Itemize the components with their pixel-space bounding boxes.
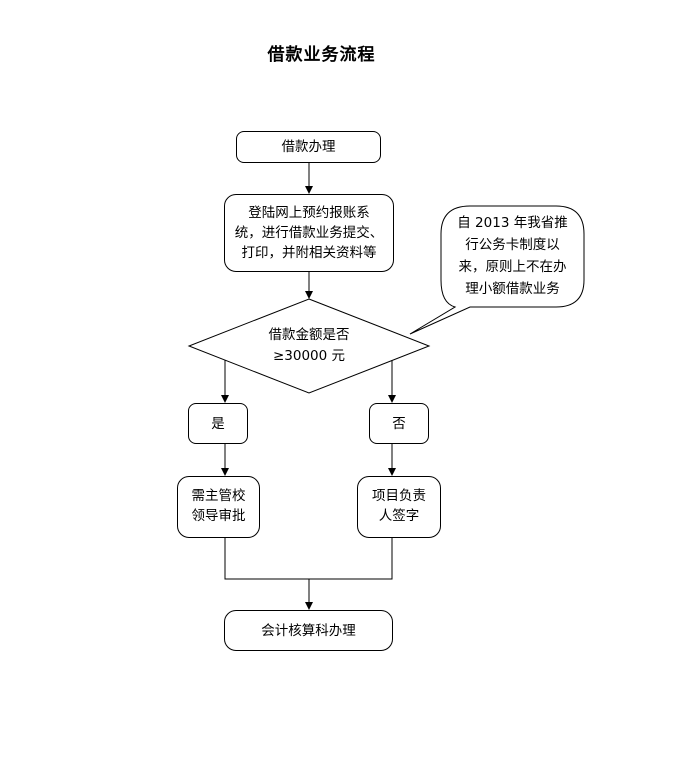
approve-line-2: 领导审批 xyxy=(191,508,246,524)
decision-diamond xyxy=(187,298,431,394)
sign-line-1: 项目负责 xyxy=(372,488,426,504)
sign-line-2: 人签字 xyxy=(378,508,420,524)
sign-node: 项目负责 人签字 xyxy=(357,476,441,538)
note-callout-bubble xyxy=(409,205,585,335)
approve-node: 需主管校 领导审批 xyxy=(177,476,260,538)
page-title: 借款业务流程 xyxy=(267,45,376,65)
start-node-label: 借款办理 xyxy=(281,139,336,155)
register-line-1: 登陆网上预约报账系 xyxy=(248,205,370,221)
no-node: 否 xyxy=(369,403,429,444)
start-node: 借款办理 xyxy=(236,131,381,163)
register-node: 登陆网上预约报账系 统，进行借款业务提交、 打印，并附相关资料等 xyxy=(224,194,394,272)
merge-line xyxy=(224,538,393,580)
accounting-label: 会计核算科办理 xyxy=(261,622,356,639)
yes-label: 是 xyxy=(211,415,225,432)
decision-line-1: 借款金额是否 xyxy=(268,327,350,343)
note-line-2: 行公务卡制度以 xyxy=(465,237,560,253)
note-text: 自 2013 年我省推 行公务卡制度以 来，原则上不在办 理小额借款业务 xyxy=(441,212,584,300)
note-line-1: 自 2013 年我省推 xyxy=(457,215,568,231)
note-line-3: 来，原则上不在办 xyxy=(458,259,567,275)
register-line-3: 打印，并附相关资料等 xyxy=(241,245,377,261)
approve-line-1: 需主管校 xyxy=(191,488,246,504)
register-line-2: 统，进行借款业务提交、 xyxy=(234,225,384,241)
yes-node: 是 xyxy=(188,403,248,444)
decision-line-2: ≥30000 元 xyxy=(272,348,346,364)
decision-label: 借款金额是否 ≥30000 元 xyxy=(249,325,369,367)
accounting-node: 会计核算科办理 xyxy=(224,610,393,651)
no-label: 否 xyxy=(392,415,406,432)
note-line-4: 理小额借款业务 xyxy=(465,281,560,297)
